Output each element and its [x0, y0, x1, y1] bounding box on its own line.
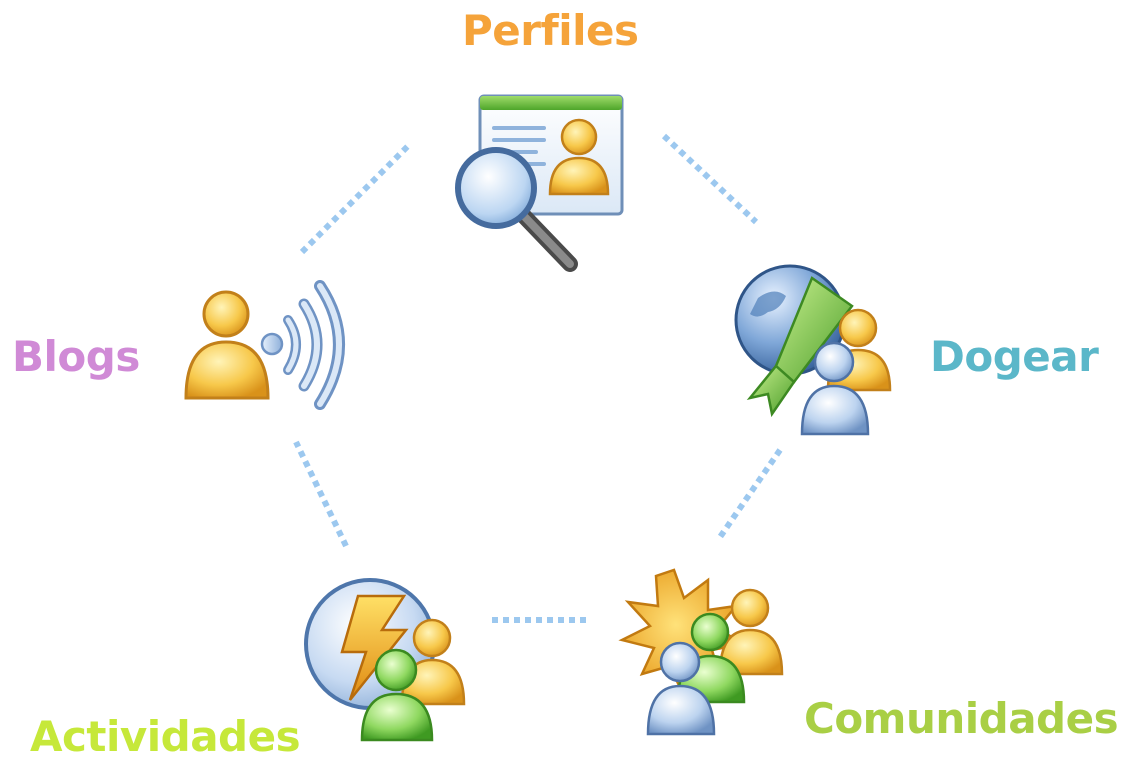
- comunidades-label: Comunidades: [804, 694, 1119, 743]
- connector-perfiles-dogear: [661, 133, 759, 225]
- activity-lightning-people-icon: [304, 578, 466, 742]
- connector-blogs-perfiles: [299, 143, 411, 255]
- profile-search-icon: [455, 94, 624, 272]
- community-burst-people-icon: [618, 568, 784, 736]
- blogs-label: Blogs: [12, 332, 140, 381]
- actividades-label: Actividades: [30, 712, 301, 761]
- dogear-label: Dogear: [930, 332, 1099, 381]
- person-broadcast-icon: [184, 280, 345, 410]
- perfiles-label: Perfiles: [462, 6, 639, 55]
- connector-actividades-blogs: [293, 440, 349, 548]
- connector-dogear-comunidades: [715, 448, 783, 542]
- globe-bookmark-people-icon: [734, 264, 892, 436]
